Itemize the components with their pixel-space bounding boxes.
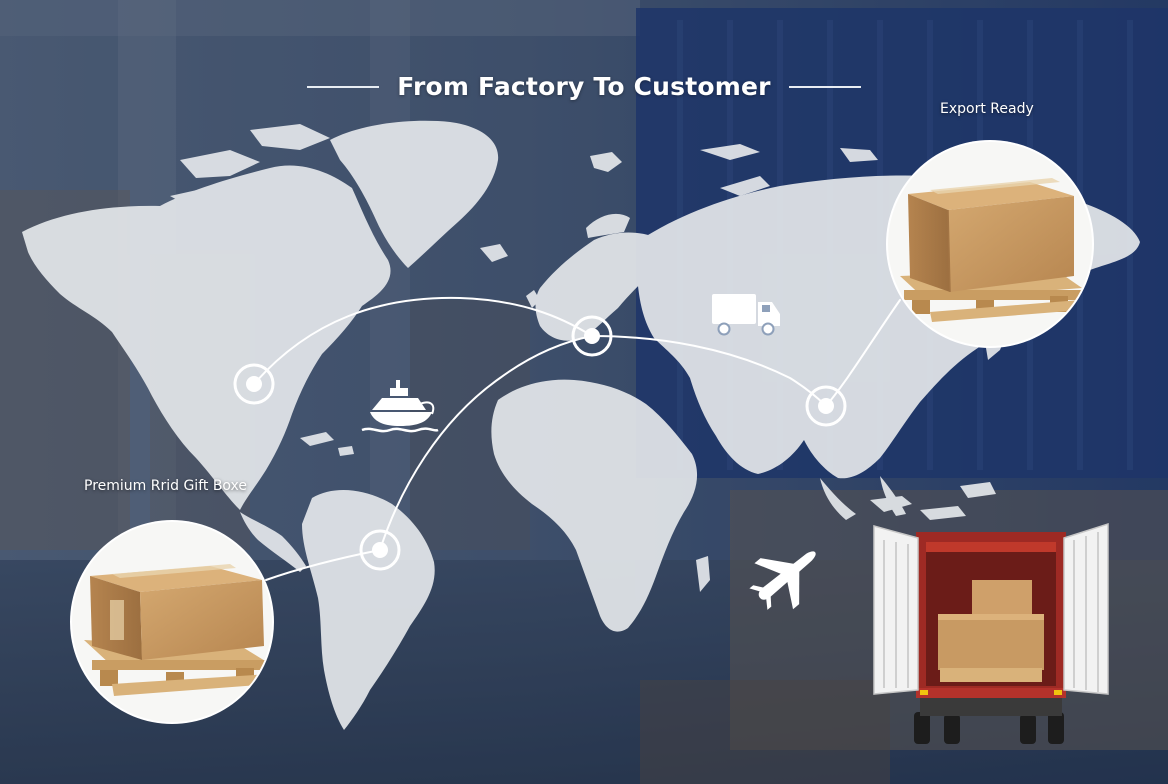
world-map — [22, 120, 1140, 730]
giftbox-label: Premium Rrid Gift Boxe — [84, 478, 248, 494]
route-europe-to-asia — [591, 335, 827, 407]
route-node-asia — [805, 385, 847, 427]
route-node-europe — [571, 315, 613, 357]
banner-title: From Factory To Customer — [397, 72, 771, 101]
shipping-routes — [253, 296, 901, 581]
title-line-left — [307, 85, 380, 88]
route-node-south-america — [359, 529, 401, 571]
title-line-right — [788, 85, 861, 88]
route-node-north-america — [233, 363, 275, 405]
title-row: From Factory To Customer — [0, 72, 1168, 101]
route-sa-to-europe — [379, 335, 593, 551]
ship-icon — [361, 380, 439, 433]
connector-sa-to-giftbox — [265, 549, 381, 581]
export-box-photo — [886, 140, 1094, 348]
airplane-icon — [749, 551, 816, 610]
truck-icon — [712, 294, 780, 336]
connector-asia-to-export — [825, 299, 901, 407]
route-na-to-europe — [253, 296, 593, 385]
export-ready-label: Export Ready — [940, 101, 1034, 117]
giftbox-photo — [70, 520, 274, 724]
container-truck — [873, 522, 1109, 744]
